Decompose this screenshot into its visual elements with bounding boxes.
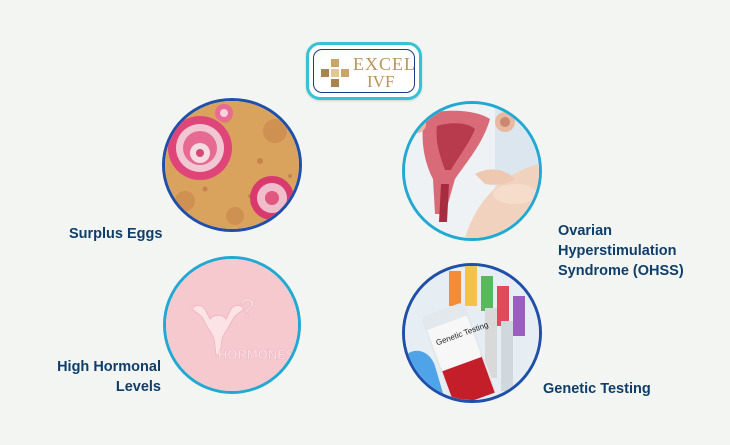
logo-inner-frame — [313, 49, 415, 93]
logo-cross-mark-icon — [321, 59, 349, 87]
blood-sample-tubes-illustration: Genetic Testing — [405, 266, 539, 400]
label-line: Levels — [115, 379, 161, 395]
logo-word-ivf: IVF — [367, 72, 395, 91]
ovarian-follicles-illustration — [165, 101, 299, 229]
label-line: Surplus Eggs — [69, 226, 163, 242]
label-line: High Hormonal — [57, 359, 161, 375]
svg-text:?: ? — [240, 293, 254, 323]
label-line: Hyperstimulation — [558, 243, 677, 259]
surplus-eggs-label: Surplus Eggs — [69, 224, 162, 244]
label-line: Ovarian — [558, 223, 612, 239]
logo-word-excel: EXCEL — [353, 54, 416, 74]
ohss-label: Ovarian Hyperstimulation Syndrome (OHSS) — [558, 221, 684, 281]
high-hormonal-levels-image: ? HORMONES — [163, 256, 301, 394]
genetic-testing-label: Genetic Testing — [543, 379, 651, 399]
label-line: Syndrome (OHSS) — [558, 263, 684, 279]
surplus-eggs-image — [162, 98, 302, 232]
ohss-image — [402, 101, 542, 241]
genetic-testing-image: Genetic Testing — [402, 263, 542, 403]
excel-ivf-logo: EXCEL IVF — [306, 42, 422, 100]
uterus-model-illustration — [405, 104, 539, 238]
hormones-word: HORMONES — [218, 347, 295, 362]
label-line: Genetic Testing — [543, 381, 651, 397]
high-hormonal-levels-label: High Hormonal Levels — [52, 357, 161, 397]
hormones-illustration: ? HORMONES — [166, 259, 298, 391]
